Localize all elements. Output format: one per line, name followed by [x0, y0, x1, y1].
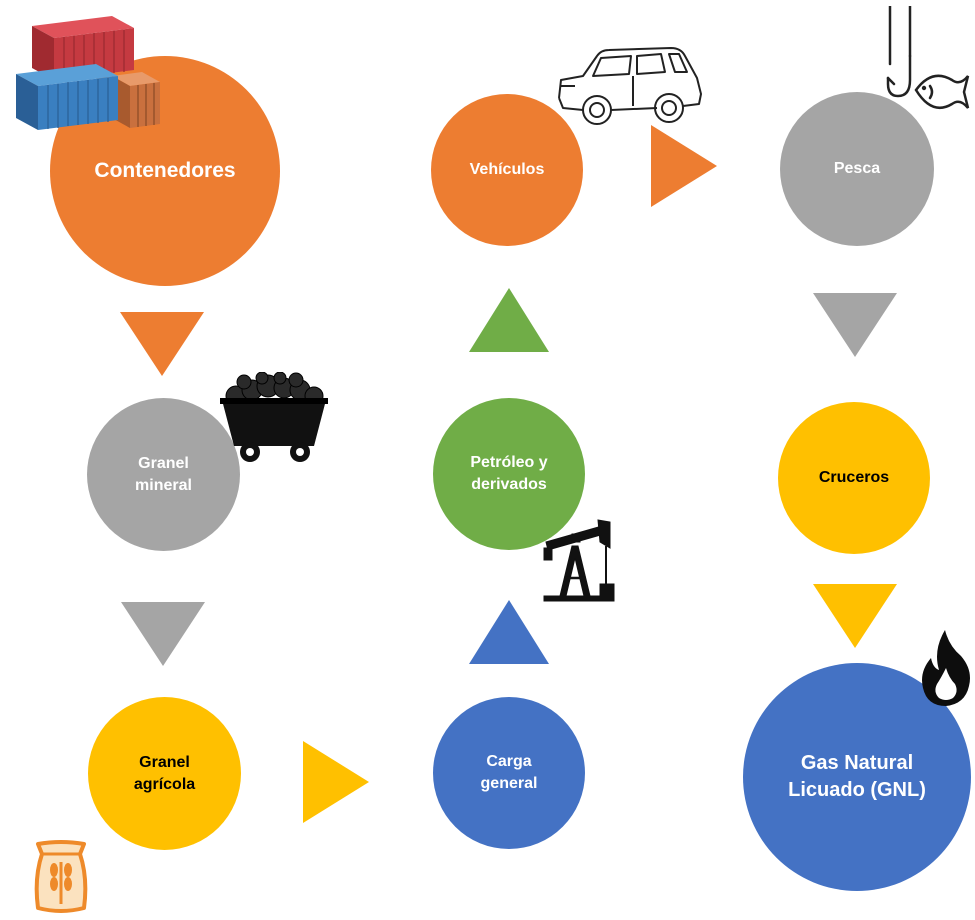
- node-granel-mineral: Granel mineral: [87, 398, 240, 551]
- arrow-down-contenedores-mineral: [120, 312, 204, 376]
- grain-sack-icon: [34, 840, 88, 913]
- node-pesca: Pesca: [780, 92, 934, 246]
- node-contenedores-label: Contenedores: [94, 158, 236, 182]
- node-gnl-label: Gas Natural Licuado (GNL): [788, 752, 926, 801]
- arrow-right-agricola-carga: [303, 741, 369, 823]
- node-carga-general: Carga general: [433, 697, 585, 849]
- coal-cart-icon: [220, 372, 328, 462]
- node-petroleo-label: Petróleo y derivados: [470, 454, 548, 493]
- flame-icon: [922, 630, 970, 706]
- arrow-up-carga-petroleo: [469, 600, 549, 664]
- car-icon: [558, 47, 702, 125]
- arrow-down-mineral-agricola: [121, 602, 205, 666]
- node-petroleo: Petróleo y derivados: [433, 398, 585, 550]
- arrow-down-pesca-cruceros: [813, 293, 897, 357]
- node-granel-agricola-label: Granel agrícola: [133, 753, 196, 793]
- node-granel-mineral-label: Granel mineral: [135, 454, 192, 494]
- node-cruceros: Cruceros: [778, 402, 930, 554]
- node-cruceros-label: Cruceros: [818, 469, 890, 487]
- oil-pump-icon: [543, 519, 615, 602]
- arrow-up-petroleo-vehiculos: [469, 288, 549, 352]
- node-carga-general-label: Carga general: [480, 753, 538, 792]
- shipping-containers-icon: [16, 16, 160, 130]
- fish-hook-icon: [886, 6, 970, 109]
- node-granel-agricola: Granel agrícola: [88, 697, 241, 850]
- arrow-down-cruceros-gnl: [813, 584, 897, 648]
- arrow-right-vehiculos-pesca: [651, 125, 717, 207]
- node-vehiculos: Vehículos: [431, 94, 583, 246]
- node-vehiculos-label: Vehículos: [469, 161, 545, 179]
- node-pesca-label: Pesca: [833, 160, 881, 178]
